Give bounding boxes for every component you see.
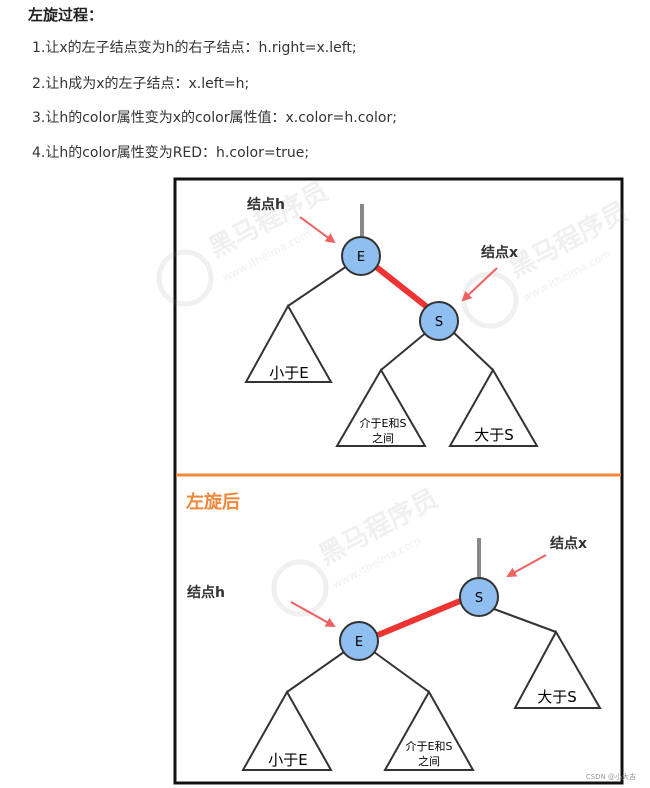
link-e-left: [287, 265, 348, 307]
source-credit: CSDN @小大吉: [585, 773, 636, 781]
subtree-between-label-2: 之间: [418, 754, 440, 768]
page-title: 左旋过程：: [28, 6, 104, 24]
watermark-logo-icon: [156, 249, 214, 307]
subtree-between: [383, 689, 475, 771]
label-node-x: 结点x: [481, 244, 518, 261]
link-s-right: [493, 608, 557, 633]
before-tree: 小于E 介于E和S 之间 大于S E S 结点h 结点x: [244, 196, 539, 447]
after-title: 左旋后: [186, 491, 240, 513]
label-node-x: 结点x: [550, 535, 587, 552]
node-s-label: S: [475, 591, 483, 606]
label-node-h: 结点h: [247, 196, 285, 213]
node-s: [459, 577, 499, 617]
subtree-greater-s-label: 大于S: [537, 688, 577, 706]
step-1: 1.让x的左子结点变为h的右子结点：h.right=x.left;: [32, 40, 357, 56]
node-s-label: S: [435, 315, 443, 330]
arrow-icon: [290, 601, 336, 627]
watermark-logo-icon: [271, 559, 329, 617]
subtree-less-e-label: 小于E: [269, 364, 308, 382]
arrow-icon: [506, 554, 547, 577]
subtree-between-label: 介于E和S: [406, 740, 453, 753]
after-tree: 大于S 小于E 介于E和S 之间 S E 结点h 结点x: [187, 535, 602, 771]
node-e-label: E: [357, 250, 365, 265]
subtree-between-label-2: 之间: [372, 431, 394, 445]
label-node-h: 结点h: [187, 584, 225, 601]
subtree-greater-s-label: 大于S: [474, 426, 514, 444]
subtree-between-label: 介于E和S: [360, 417, 407, 430]
subtree-less-e: [244, 303, 333, 383]
link-s-left: [380, 330, 429, 371]
red-link: [376, 598, 462, 638]
subtree-greater-s: [513, 629, 602, 709]
step-4: 4.让h的color属性变为RED：h.color=true;: [32, 145, 310, 161]
arrow-icon: [461, 267, 498, 302]
link-e-right: [373, 651, 430, 693]
node-e: [341, 236, 381, 276]
subtree-between: [335, 368, 427, 447]
step-3: 3.让h的color属性变为x的color属性值：x.color=h.color…: [32, 110, 397, 126]
node-e: [339, 621, 379, 661]
step-2: 2.让h成为x的左子结点：x.left=h;: [32, 76, 250, 92]
subtree-less-e: [241, 689, 333, 771]
arrow-icon: [299, 216, 336, 244]
red-link: [373, 263, 429, 310]
link-s-right: [451, 330, 494, 371]
node-s: [419, 301, 459, 341]
node-e-label: E: [355, 635, 363, 650]
subtree-greater-s: [448, 367, 539, 447]
link-e-left: [286, 651, 345, 693]
subtree-less-e-label: 小于E: [268, 751, 307, 769]
